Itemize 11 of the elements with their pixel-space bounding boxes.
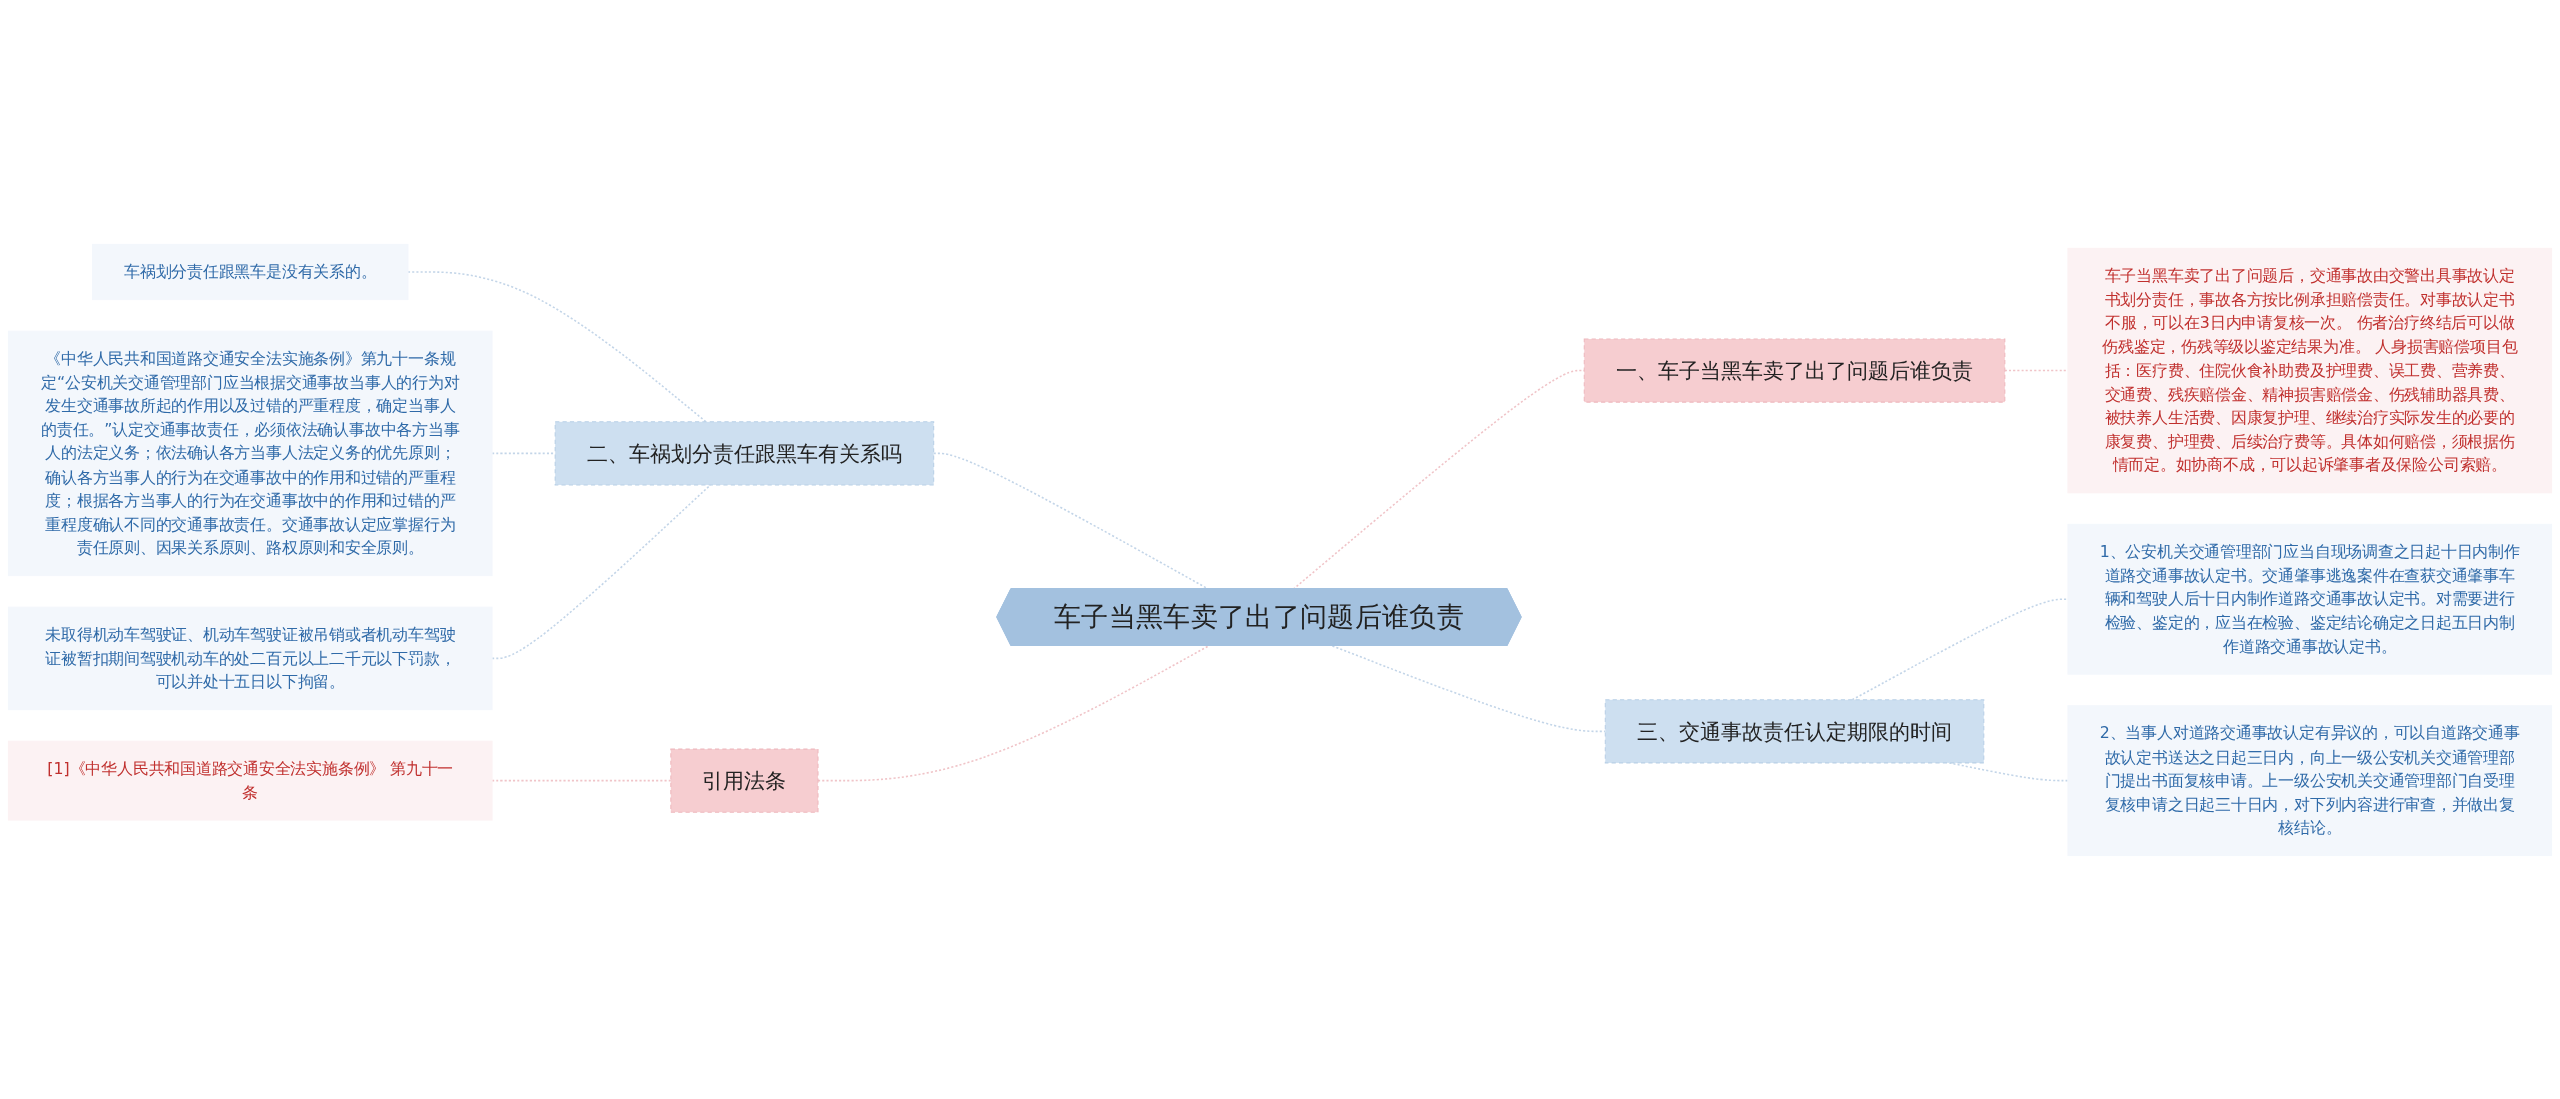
node-box: 《中华人民共和国道路交通安全法实施条例》第九十一条规定“公安机关交通管理部门应当根据交通事故当事人的行为对发生交通事故所起的作用以及过错的严重程度，确定当事人的责任。”认定交通事故责任，必须依法确认事故中各方当事人的法定义务；依法确认各方当事人法定义务的优先原则；确认各方当事人的行为在交通事故中的作用和过错的严重程度；根据各方当事人的行为在交通事故中的作用和过错的严重程度确认不同的交通事故责任。交通事故认定应掌握行为责任原则、因果关系原则、路权原则和安全原则。	[7, 330, 493, 576]
node-box: 三、交通事故责任认定期限的时间	[1604, 698, 1985, 763]
node-box: 二、车祸划分责任跟黑车有关系吗	[554, 420, 935, 485]
node-box: 车子当黑车卖了出了问题后，交通事故由交警出具事故认定书划分责任，事故各方按比例承担赔偿责任。对事故认定书不服，可以在3日内申请复核一次。 伤者治疗终结后可以做伤残鉴定，伤残等级以鉴定结果为准。 人身损害赔偿项目包括：医疗费、住院伙食补助费及护理费、误工费、营养费、交通费、残疾赔偿金、精神损害赔偿金、伤残辅助器具费、被扶养人生活费、因康复护理、继续治疗实际发生的必要的康复费、护理费、后续治疗费等。具体如何赔偿，须根据伤情而定。如协商不成，可以起诉肇事者及保险公司索赔。	[2067, 247, 2553, 493]
node-box: 车祸划分责任跟黑车是没有关系的。	[92, 243, 409, 300]
node-box: 2、当事人对道路交通事故认定有异议的，可以自道路交通事故认定书送达之日起三日内，向上一级公安机关交通管理部门提出书面复核申请。上一级公安机关交通管理部门自受理复核申请之日起三十日内，对下列内容进行审查，并做出复核结论。	[2067, 704, 2553, 856]
node-box: 未取得机动车驾驶证、机动车驾驶证被吊销或者机动车驾驶证被暂扣期间驾驶机动车的处二百元以上二千元以下罚款，可以并处十五日以下拘留。	[7, 606, 493, 710]
node-box: 一、车子当黑车卖了出了问题后谁负责	[1583, 338, 2006, 403]
node-box: 引用法条	[670, 748, 819, 813]
node-box: 1、公安机关交通管理部门应当自现场调查之日起十日内制作道路交通事故认定书。交通肇事逃逸案件在查获交通肇事车辆和驾驶人后十日内制作道路交通事故认定书。对需要进行检验、鉴定的，应当在检验、鉴定结论确定之日起五日内制作道路交通事故认定书。	[2067, 523, 2553, 675]
node-box: [1]《中华人民共和国道路交通安全法实施条例》 第九十一条	[7, 740, 493, 821]
